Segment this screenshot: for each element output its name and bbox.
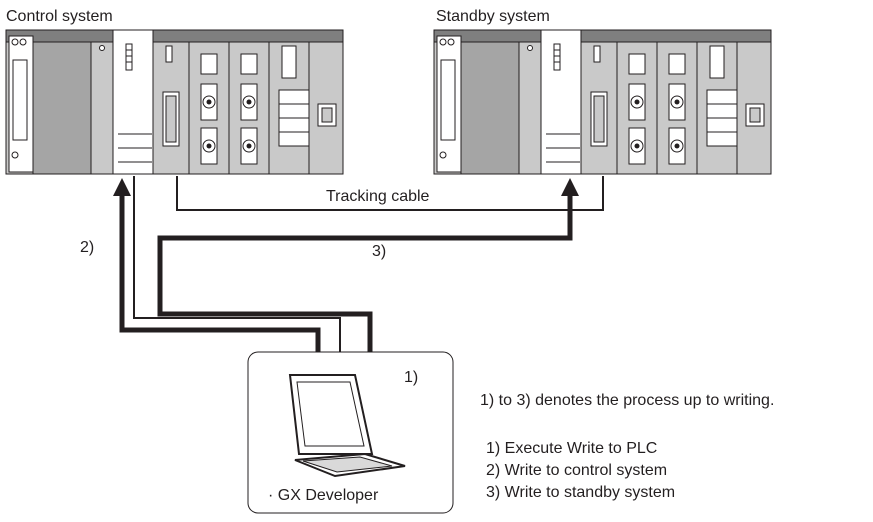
legend-heading: 1) to 3) denotes the process up to writi… bbox=[480, 392, 775, 409]
step3-marker: 3) bbox=[372, 243, 387, 260]
step1-marker: 1) bbox=[404, 369, 419, 386]
tracking-cable bbox=[176, 176, 604, 211]
control-system-rack bbox=[5, 29, 344, 175]
laptop-icon bbox=[288, 374, 406, 478]
standby-system-rack bbox=[433, 29, 772, 175]
standby-arrow-head bbox=[561, 178, 579, 196]
pc-to-control-cable bbox=[133, 176, 341, 352]
control-system-label: Control system bbox=[6, 8, 113, 25]
standby-system-label: Standby system bbox=[436, 8, 550, 25]
tracking-cable-label: Tracking cable bbox=[326, 188, 430, 205]
write-to-standby-path bbox=[157, 192, 573, 352]
pc-label: · GX Developer bbox=[268, 487, 379, 504]
legend-item: 3) Write to standby system bbox=[486, 484, 676, 501]
legend-item: 1) Execute Write to PLC bbox=[486, 440, 658, 457]
legend-item: 2) Write to control system bbox=[486, 462, 668, 479]
write-to-control-path bbox=[119, 190, 321, 352]
step2-marker: 2) bbox=[80, 239, 95, 256]
control-arrow-head bbox=[113, 178, 131, 196]
